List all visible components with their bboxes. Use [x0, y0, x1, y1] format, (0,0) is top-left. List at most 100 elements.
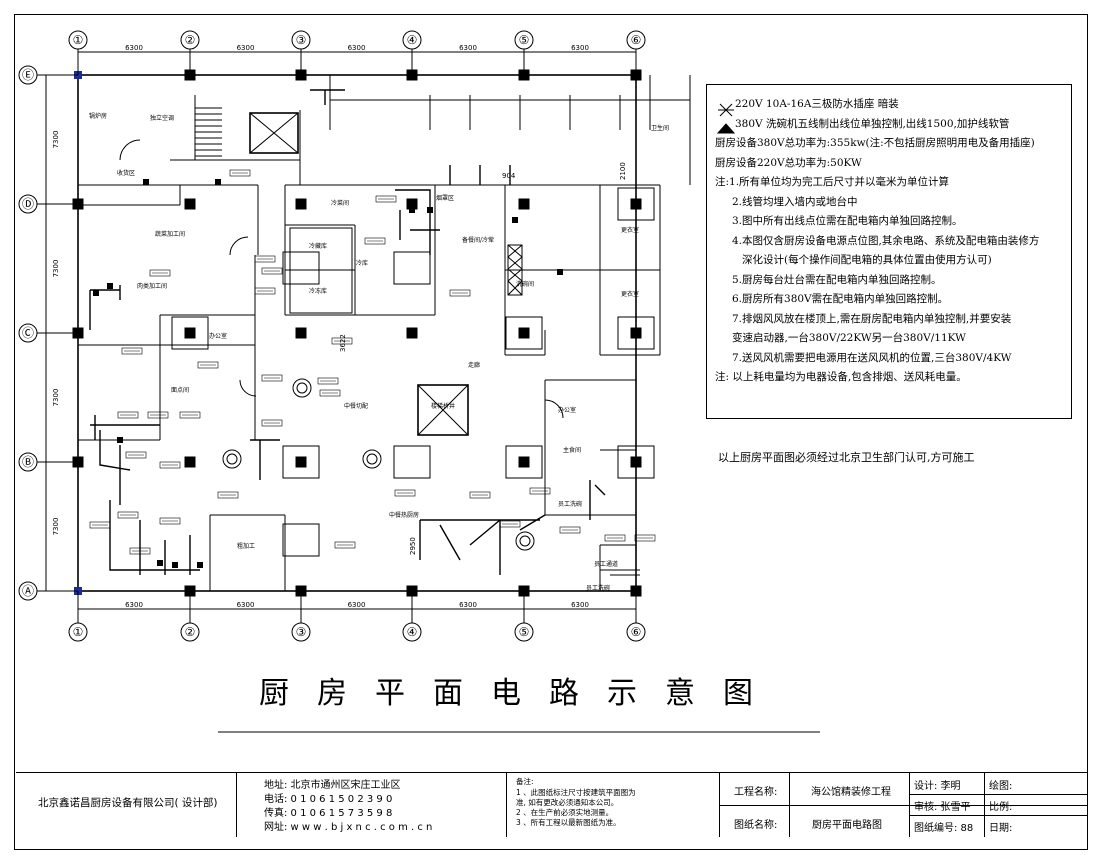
axis-bubble-row: Ⓑ [18, 452, 38, 472]
dim-d4: 2100 [619, 162, 627, 180]
svg-text:⑤: ⑤ [519, 625, 530, 639]
room-label-chinese_hot: 中餐热厨房 [389, 511, 419, 519]
column-enclosure [617, 187, 655, 221]
device-tag [469, 491, 491, 499]
span-label-top: 6300 [348, 44, 366, 52]
structural-column [295, 198, 307, 210]
axis-bubble-col: ① [68, 622, 88, 642]
device-tag [117, 411, 139, 419]
span-label-top: 6300 [237, 44, 255, 52]
scale: 比例: [989, 802, 1013, 813]
device-tag [375, 195, 397, 203]
room-label-frozen: 冷冻库 [309, 287, 327, 295]
legend-note: 4.本图仅含厨房设备电源点位图,其余电路、系统及配电箱由装修方 [732, 234, 1040, 247]
remark-line: 3 、所有工程以最新图纸为准。 [516, 818, 621, 827]
svg-text:Ⓐ: Ⓐ [22, 584, 34, 598]
company-name: 北京鑫诺昌厨房设备有限公司( 设计部) [38, 797, 218, 809]
axis-bubble-col: ③ [291, 30, 311, 50]
axis-bubble-col: ⑤ [514, 30, 534, 50]
drawing-number: 图纸编号: 88 [914, 823, 974, 834]
dim-d2: 3622 [339, 334, 347, 352]
designer: 设计: 李明 [914, 781, 961, 792]
structural-column [518, 456, 530, 468]
svg-text:③: ③ [296, 625, 307, 639]
power-outlet [117, 437, 123, 443]
device-tag [317, 377, 339, 385]
device-tag [394, 489, 416, 497]
legend-note: 深化设计(每个操作间配电箱的具体位置由使用方认可) [742, 254, 992, 266]
svg-text:⑥: ⑥ [631, 33, 642, 47]
room-label-receiving: 收货区 [117, 169, 135, 177]
device-tag [217, 491, 239, 499]
legend-note: 变速启动器,一台380V/22KW另一台380V/11KW [732, 332, 966, 344]
structural-column [630, 198, 642, 210]
page-title: 厨房平面电路示意图 [259, 676, 781, 711]
svg-text:④: ④ [407, 33, 418, 47]
device-tag [89, 521, 111, 529]
power-outlet [107, 283, 113, 289]
power-outlet [172, 562, 178, 568]
legend-note: 5.厨房每台灶台需在配电箱内单独回路控制。 [732, 273, 942, 286]
device-tag [254, 255, 276, 263]
room-label-office-2: 办公室 [558, 406, 576, 414]
span-label-top: 6300 [125, 44, 143, 52]
axis-bubble-col: ② [180, 30, 200, 50]
device-tag [159, 461, 181, 469]
room-label-office: 办公室 [209, 332, 227, 340]
device-tag [125, 451, 147, 459]
structural-column [184, 327, 196, 339]
column-enclosure [617, 316, 655, 350]
room-label-toilet: 卫生间 [651, 124, 669, 132]
column-enclosure [393, 445, 431, 479]
room-label-dish_wash: 洗碗间 [516, 280, 534, 288]
span-label-top: 6300 [459, 44, 477, 52]
room-label-standalone_ac: 独立空调 [150, 114, 174, 122]
svg-text:⑥: ⑥ [631, 625, 642, 639]
svg-text:①: ① [73, 625, 84, 639]
drawing-label: 图纸名称: [734, 820, 778, 831]
structural-column [518, 198, 530, 210]
power-outlet [215, 179, 221, 185]
room-label-boiler: 锅炉房 [89, 112, 107, 120]
column-enclosure [282, 251, 320, 285]
column-enclosure [282, 445, 320, 479]
row-span-label: 7300 [52, 131, 60, 149]
row-span-label: 7300 [52, 260, 60, 278]
room-label-prep_cold: 备餐间/冷荤 [462, 236, 494, 244]
device-tag [499, 520, 521, 528]
legend-note: 3.图中所有出线点位需在配电箱内单独回路控制。 [732, 215, 963, 227]
room-label-corridor: 走廊 [468, 361, 480, 369]
device-tag [129, 547, 151, 555]
column-enclosure [617, 445, 655, 479]
room-label-veg_process: 蔬菜加工间 [155, 230, 185, 238]
axis-bubble-col: ⑥ [626, 622, 646, 642]
column-enclosure [171, 316, 209, 350]
device-tag [254, 287, 276, 295]
svg-text:Ⓒ: Ⓒ [22, 326, 34, 340]
device-tag [261, 374, 283, 382]
device-tag [529, 487, 551, 495]
legend-power-220: 厨房设备220V总功率为:50KW [715, 156, 862, 169]
remark-line: 准, 如有更改必须通知本公司。 [516, 798, 619, 807]
span-label-bottom: 6300 [459, 601, 477, 609]
svg-text:⑤: ⑤ [519, 33, 530, 47]
axis-bubble-row: Ⓒ [18, 323, 38, 343]
svg-text:Ⓑ: Ⓑ [22, 455, 34, 469]
device-tag [261, 267, 283, 275]
device-tag [334, 541, 356, 549]
device-tag [559, 526, 581, 534]
device-tag [449, 289, 471, 297]
axis-bubble-row: Ⓔ [18, 65, 38, 85]
room-label-staff-2: 员工洗碗 [586, 584, 610, 592]
axis-bubble-row: Ⓐ [18, 581, 38, 601]
project-value: 海公馆精装修工程 [811, 787, 891, 798]
power-outlet [409, 207, 415, 213]
legend-power-380: 厨房设备380V总功率为:355kw(注:不包括厨房照明用电及备用插座) [715, 137, 1035, 149]
structural-column [630, 456, 642, 468]
svg-text:②: ② [185, 33, 196, 47]
legend-note: 7.排烟风风放在楼顶上,需在厨房配电箱内单独控制,并要安装 [732, 312, 1012, 325]
fax: 传真: 0 1 0 6 1 5 7 3 5 9 8 [264, 808, 393, 819]
column-enclosure [282, 523, 320, 557]
column-enclosure [393, 251, 431, 285]
